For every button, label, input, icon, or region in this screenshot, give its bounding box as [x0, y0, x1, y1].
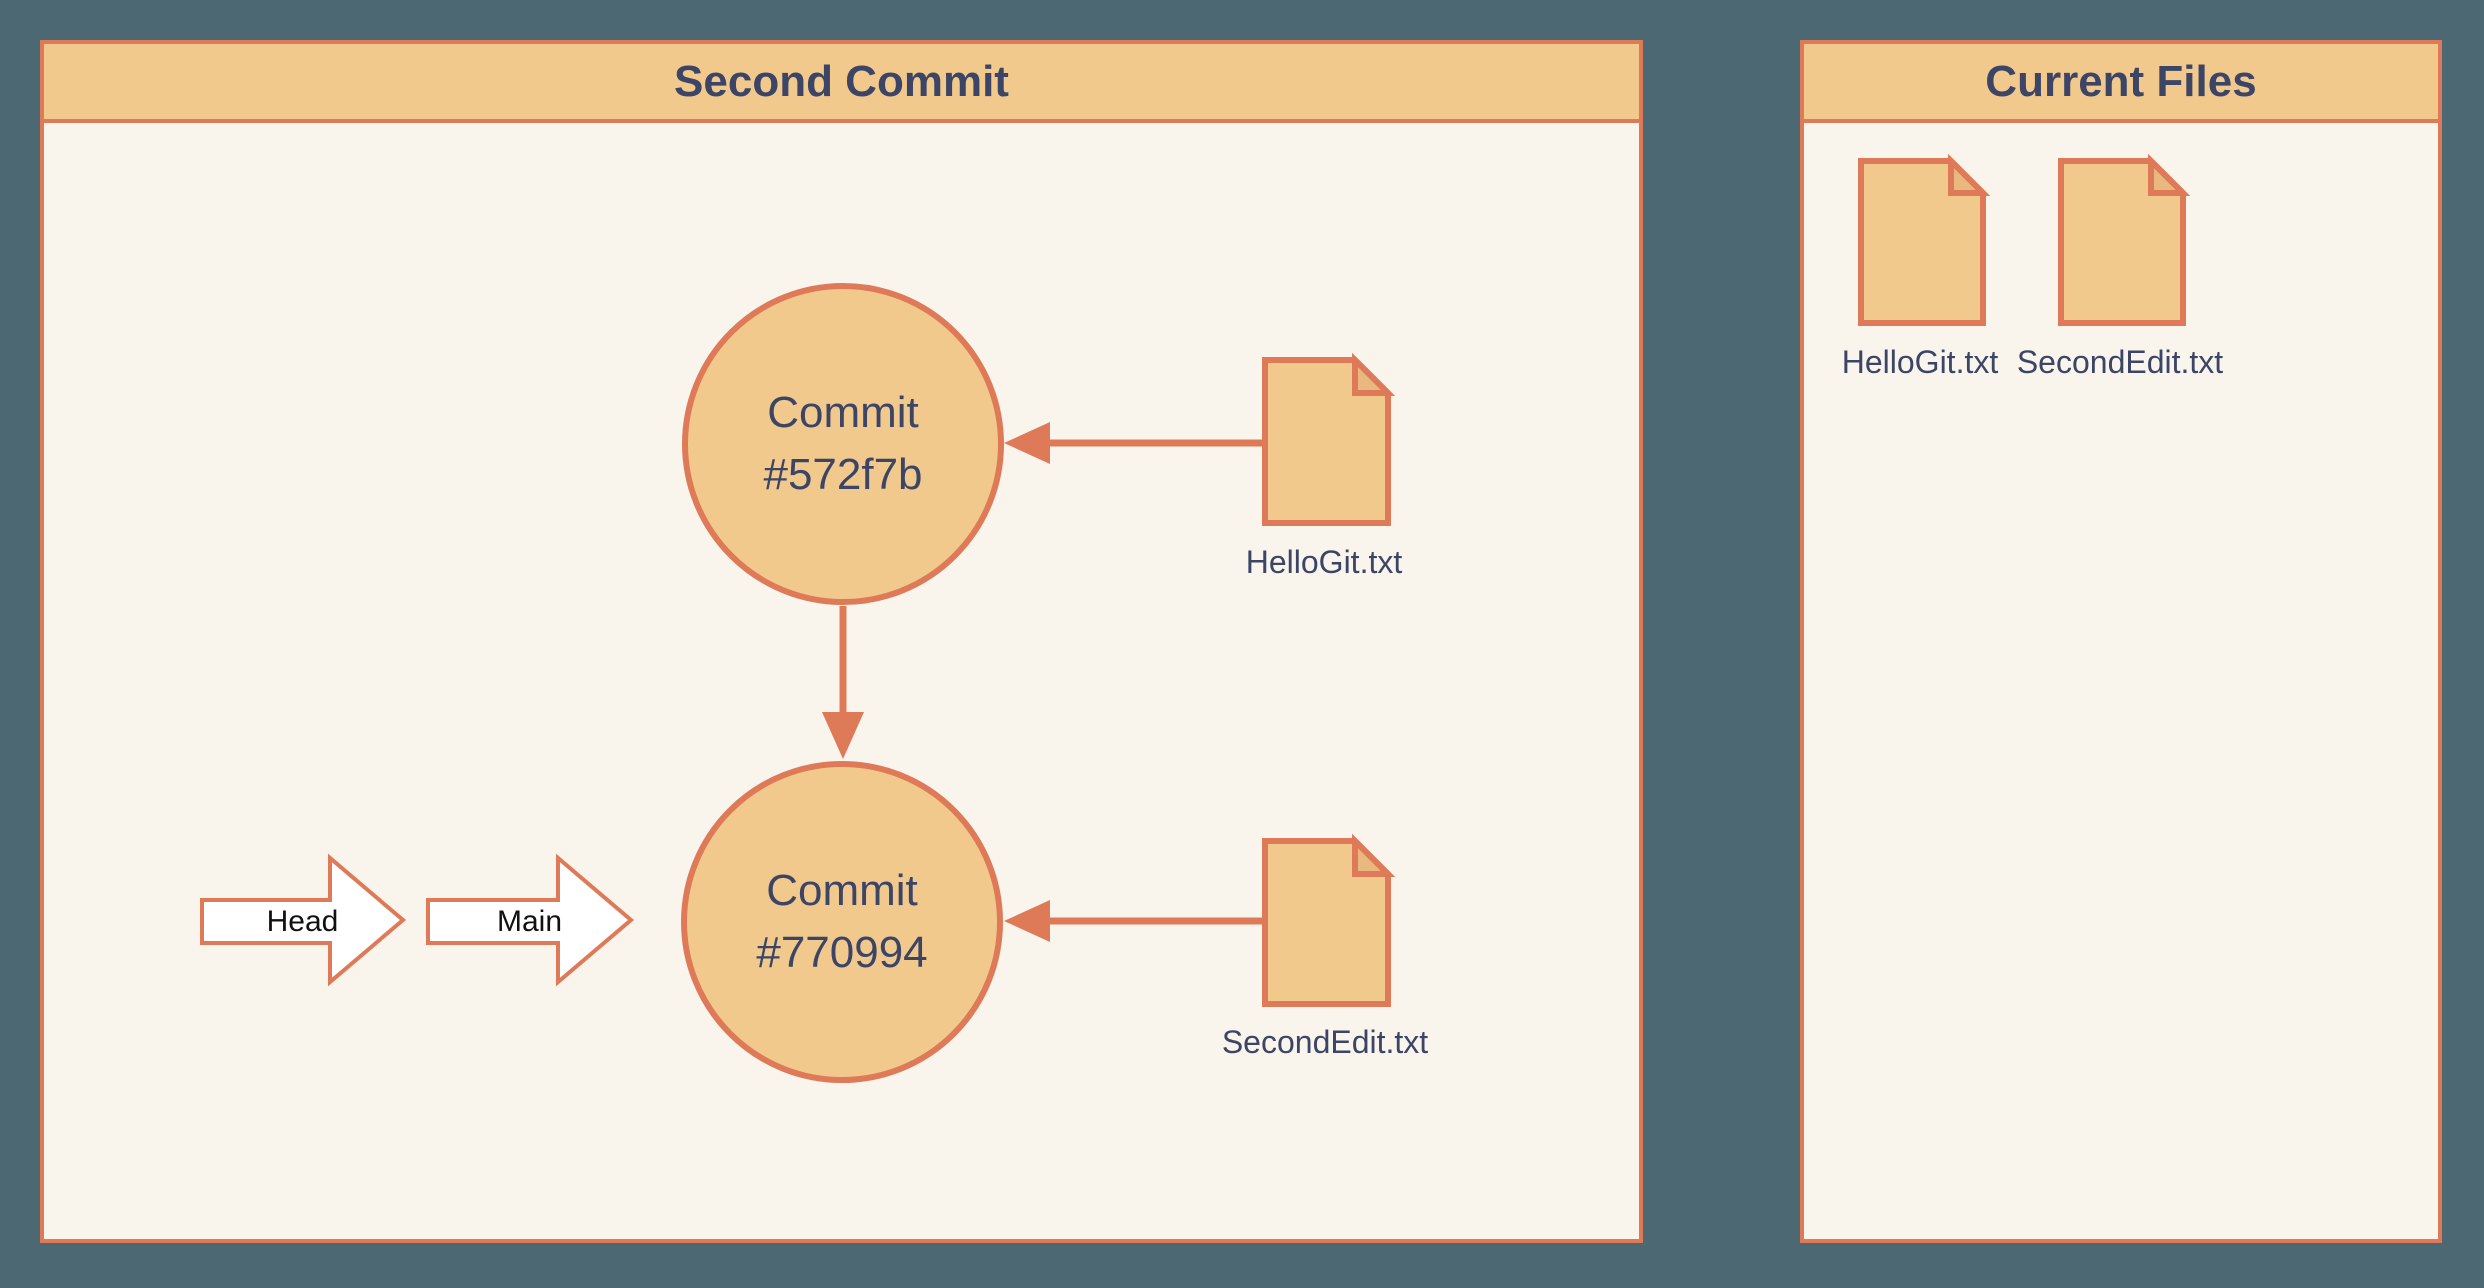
main-pointer-label: Main	[496, 905, 563, 938]
panel-current-files: Current Files	[1800, 40, 2442, 1243]
file-label-secondedit-right: SecondEdit.txt	[2016, 344, 2224, 380]
panel-current-files-title: Current Files	[1985, 56, 2257, 106]
commit-770994-label-line1: Commit	[766, 866, 918, 915]
panel-second-commit-title: Second Commit	[674, 56, 1009, 106]
panel-second-commit-header: Second Commit	[44, 44, 1639, 123]
file-label-secondedit-left: SecondEdit.txt	[1221, 1024, 1429, 1060]
commit-572f7b-label-line2: #572f7b	[763, 450, 923, 499]
head-pointer-label: Head	[266, 905, 339, 938]
commit-572f7b-label: Commit #572f7b	[683, 382, 1003, 506]
commit-572f7b-label-line1: Commit	[767, 388, 919, 437]
panel-second-commit: Second Commit	[40, 40, 1643, 1243]
file-label-hellogit-right: HelloGit.txt	[1841, 344, 1999, 380]
panel-current-files-header: Current Files	[1804, 44, 2438, 123]
file-label-hellogit-left: HelloGit.txt	[1245, 544, 1403, 580]
commit-770994-label: Commit #770994	[682, 860, 1002, 984]
commit-770994-label-line2: #770994	[756, 928, 928, 977]
